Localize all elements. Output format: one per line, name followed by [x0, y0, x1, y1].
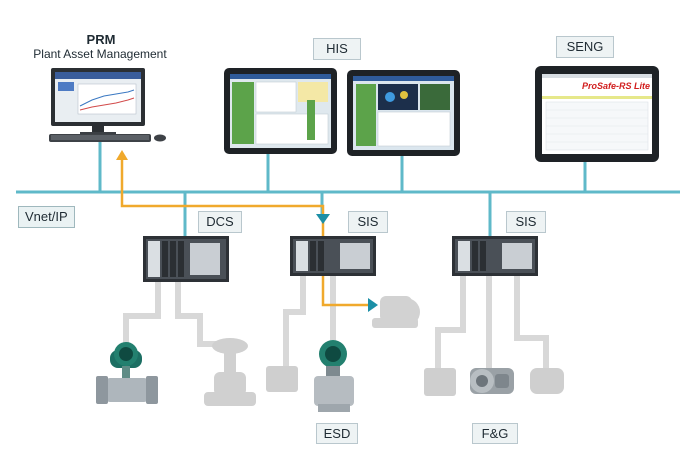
esd-box-device: [266, 366, 298, 392]
seng-display: [535, 66, 659, 162]
dcs-label: DCS: [198, 211, 242, 233]
vnet-ip-label: Vnet/IP: [18, 206, 75, 228]
prm-title: PRM: [86, 32, 116, 47]
gas-detector-device: [470, 368, 514, 394]
flowmeter-device: [96, 342, 158, 404]
prm-access-path: [120, 158, 370, 307]
his-label: HIS: [313, 38, 361, 60]
sis-controller-right: [452, 236, 538, 276]
fg-box-device: [424, 368, 456, 396]
path-arrowhead-up: [116, 150, 128, 160]
his-display-left: [224, 68, 337, 154]
prm-subtitle: Plant Asset Management: [33, 47, 167, 61]
sis-controller-middle: [290, 236, 376, 276]
path-arrowhead-right: [368, 298, 378, 312]
prm-workstation: [49, 68, 166, 142]
his-display-right: [347, 70, 460, 156]
esd-label: ESD: [316, 423, 358, 444]
pump-device: [372, 296, 420, 328]
fg-label: F&G: [472, 423, 518, 444]
flame-detector-device: [530, 368, 564, 394]
seng-label: SENG: [556, 36, 614, 58]
pressure-transmitter-device: [314, 340, 354, 412]
sis-label-middle: SIS: [348, 211, 388, 233]
network-arrowhead-down: [316, 214, 330, 224]
dcs-controller: [143, 236, 229, 282]
control-valve-device: [204, 338, 256, 406]
seng-screen-brand: ProSafe-RS Lite: [582, 81, 651, 91]
sis-label-right: SIS: [506, 211, 546, 233]
field-wiring: [123, 276, 549, 370]
